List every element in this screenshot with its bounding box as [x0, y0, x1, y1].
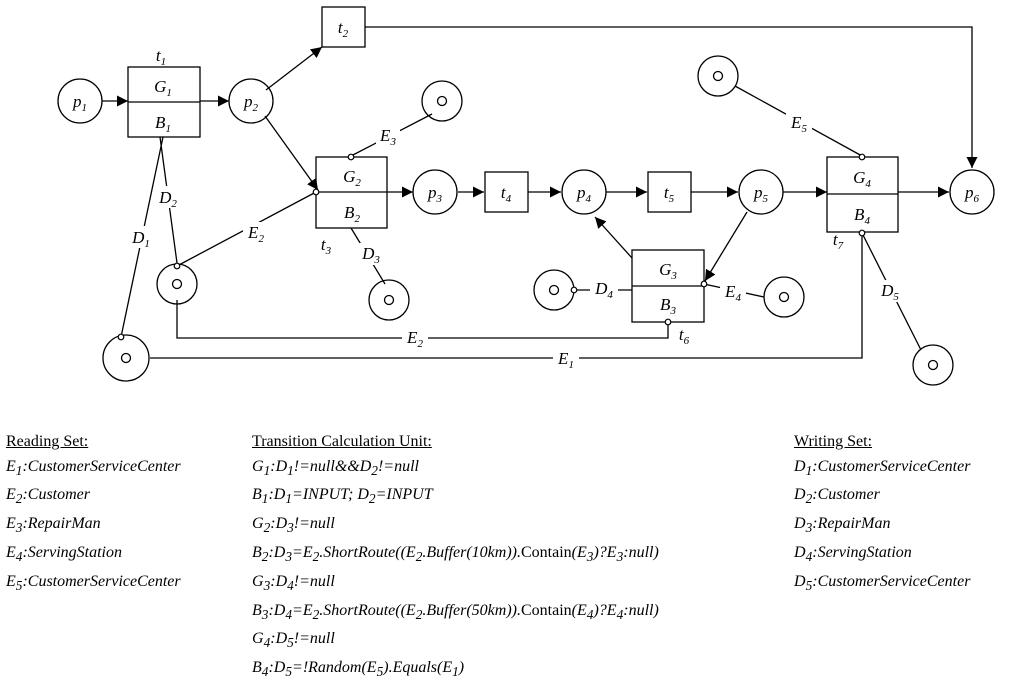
database-e4	[763, 276, 805, 318]
reading-set-item: E4:ServingStation	[6, 543, 122, 565]
label-t6: t6	[679, 325, 690, 347]
writing-set-title: Writing Set:	[794, 433, 873, 450]
writing-set-item: D5:CustomerServiceCenter	[794, 572, 971, 593]
label-g2: G2	[343, 167, 361, 189]
label-t2: t2	[338, 18, 349, 40]
place-p4	[561, 169, 607, 215]
label-e2-lower: E2	[406, 328, 423, 350]
arc-t2-p6	[365, 26, 978, 168]
label-d1: D1	[131, 228, 150, 250]
calc-unit-line: B1:D1=INPUT; D2=INPUT	[252, 486, 433, 507]
place-p3	[412, 169, 458, 215]
calc-unit-line: B3:D4=E2.ShortRoute((E2.Buffer(50km)).Co…	[252, 601, 659, 622]
arc-t6-p4	[594, 216, 633, 259]
label-d3: D3	[361, 244, 380, 266]
place-p1	[57, 78, 103, 124]
label-g3: G3	[659, 260, 677, 282]
port-d1	[117, 333, 125, 341]
label-e1: E1	[557, 349, 574, 371]
arc-p2-t3	[264, 115, 319, 191]
label-g1: G1	[154, 77, 172, 99]
writing-set-item: D1:CustomerServiceCenter	[794, 457, 971, 478]
port-d2	[173, 262, 181, 270]
label-e3: E3	[379, 126, 396, 148]
database-e2-customer	[156, 263, 198, 305]
reading-set: Reading Set: E1:CustomerServiceCenter E2…	[6, 430, 181, 599]
writing-set-item: D2:Customer	[794, 486, 880, 507]
database-e1	[102, 334, 150, 382]
port-e5	[858, 153, 866, 161]
calc-unit-line: B4:D5=!Random(E5).Equals(E1)	[252, 659, 465, 680]
reading-set-item: E2:Customer	[6, 486, 91, 507]
calc-unit-line: G2:D3!=null	[252, 515, 335, 536]
reading-set-item: E1:CustomerServiceCenter	[6, 457, 181, 478]
label-e2-upper: E2	[247, 223, 264, 245]
database-d3	[368, 279, 410, 321]
writing-set-item: D3:RepairMan	[794, 515, 891, 536]
label-d2: D2	[158, 188, 177, 210]
reading-set-item: E5:CustomerServiceCenter	[6, 572, 181, 593]
petri-net-diagram: p1 p2 p3 p4 p5 p6 t1 t2 t3 t4 t5 t6 t7 G…	[57, 6, 995, 386]
transition-t4	[484, 171, 529, 213]
label-p3: p3	[427, 183, 443, 205]
port-d4	[570, 286, 578, 294]
label-p2: p2	[243, 92, 259, 114]
place-p5	[738, 169, 784, 215]
port-e1-t7	[858, 229, 866, 237]
transition-t5	[647, 171, 692, 213]
label-g4: G4	[853, 168, 871, 190]
writing-set-item: D4:ServingStation	[794, 543, 912, 565]
writing-set: Writing Set: D1:CustomerServiceCenter D2…	[794, 430, 970, 599]
label-p5: p5	[753, 183, 769, 205]
calc-unit-line: G4:D5!=null	[252, 630, 335, 651]
database-e3	[421, 80, 463, 122]
label-t7: t7	[833, 230, 844, 252]
place-p2	[228, 78, 274, 124]
transition-t2	[321, 6, 366, 48]
read-arc-e1-t7	[150, 233, 863, 359]
label-p6: p6	[964, 183, 980, 205]
label-e4: E4	[724, 282, 741, 304]
calc-unit-line: G3:D4!=null	[252, 572, 335, 593]
transition-t1-box	[127, 66, 201, 138]
label-t3: t3	[321, 235, 332, 257]
label-p1: p1	[72, 92, 87, 114]
label-d4: D4	[594, 279, 613, 301]
label-t5: t5	[664, 183, 675, 205]
reading-set-title: Reading Set:	[6, 433, 89, 450]
label-t1: t1	[156, 46, 166, 68]
label-b3: B3	[660, 295, 676, 317]
label-d5: D5	[880, 281, 899, 303]
reading-set-item: E3:RepairMan	[6, 515, 101, 536]
database-d5	[912, 344, 954, 386]
calc-unit-line: G1:D1!=null&&D2!=null	[252, 457, 419, 478]
calc-unit-line: B2:D3=E2.ShortRoute((E2.Buffer(10km)).Co…	[252, 543, 659, 565]
label-b2: B2	[344, 203, 360, 225]
calc-unit-title: Transition Calculation Unit:	[252, 433, 432, 450]
place-p6	[949, 169, 995, 215]
label-p4: p4	[576, 183, 592, 205]
port-e3	[347, 153, 355, 161]
label-e5: E5	[790, 113, 807, 135]
transition-calculation-unit: Transition Calculation Unit: G1:D1!=null…	[252, 430, 659, 685]
database-e5	[697, 55, 739, 97]
port-e4	[700, 280, 708, 288]
arc-p5-t6	[704, 211, 748, 282]
label-b4: B4	[854, 205, 870, 227]
port-e2-t6	[664, 318, 672, 326]
label-t4: t4	[501, 183, 512, 205]
arc-p2-t2	[265, 46, 323, 91]
label-b1: B1	[155, 113, 171, 135]
port-e2-t3	[312, 188, 320, 196]
database-d4	[533, 269, 575, 311]
